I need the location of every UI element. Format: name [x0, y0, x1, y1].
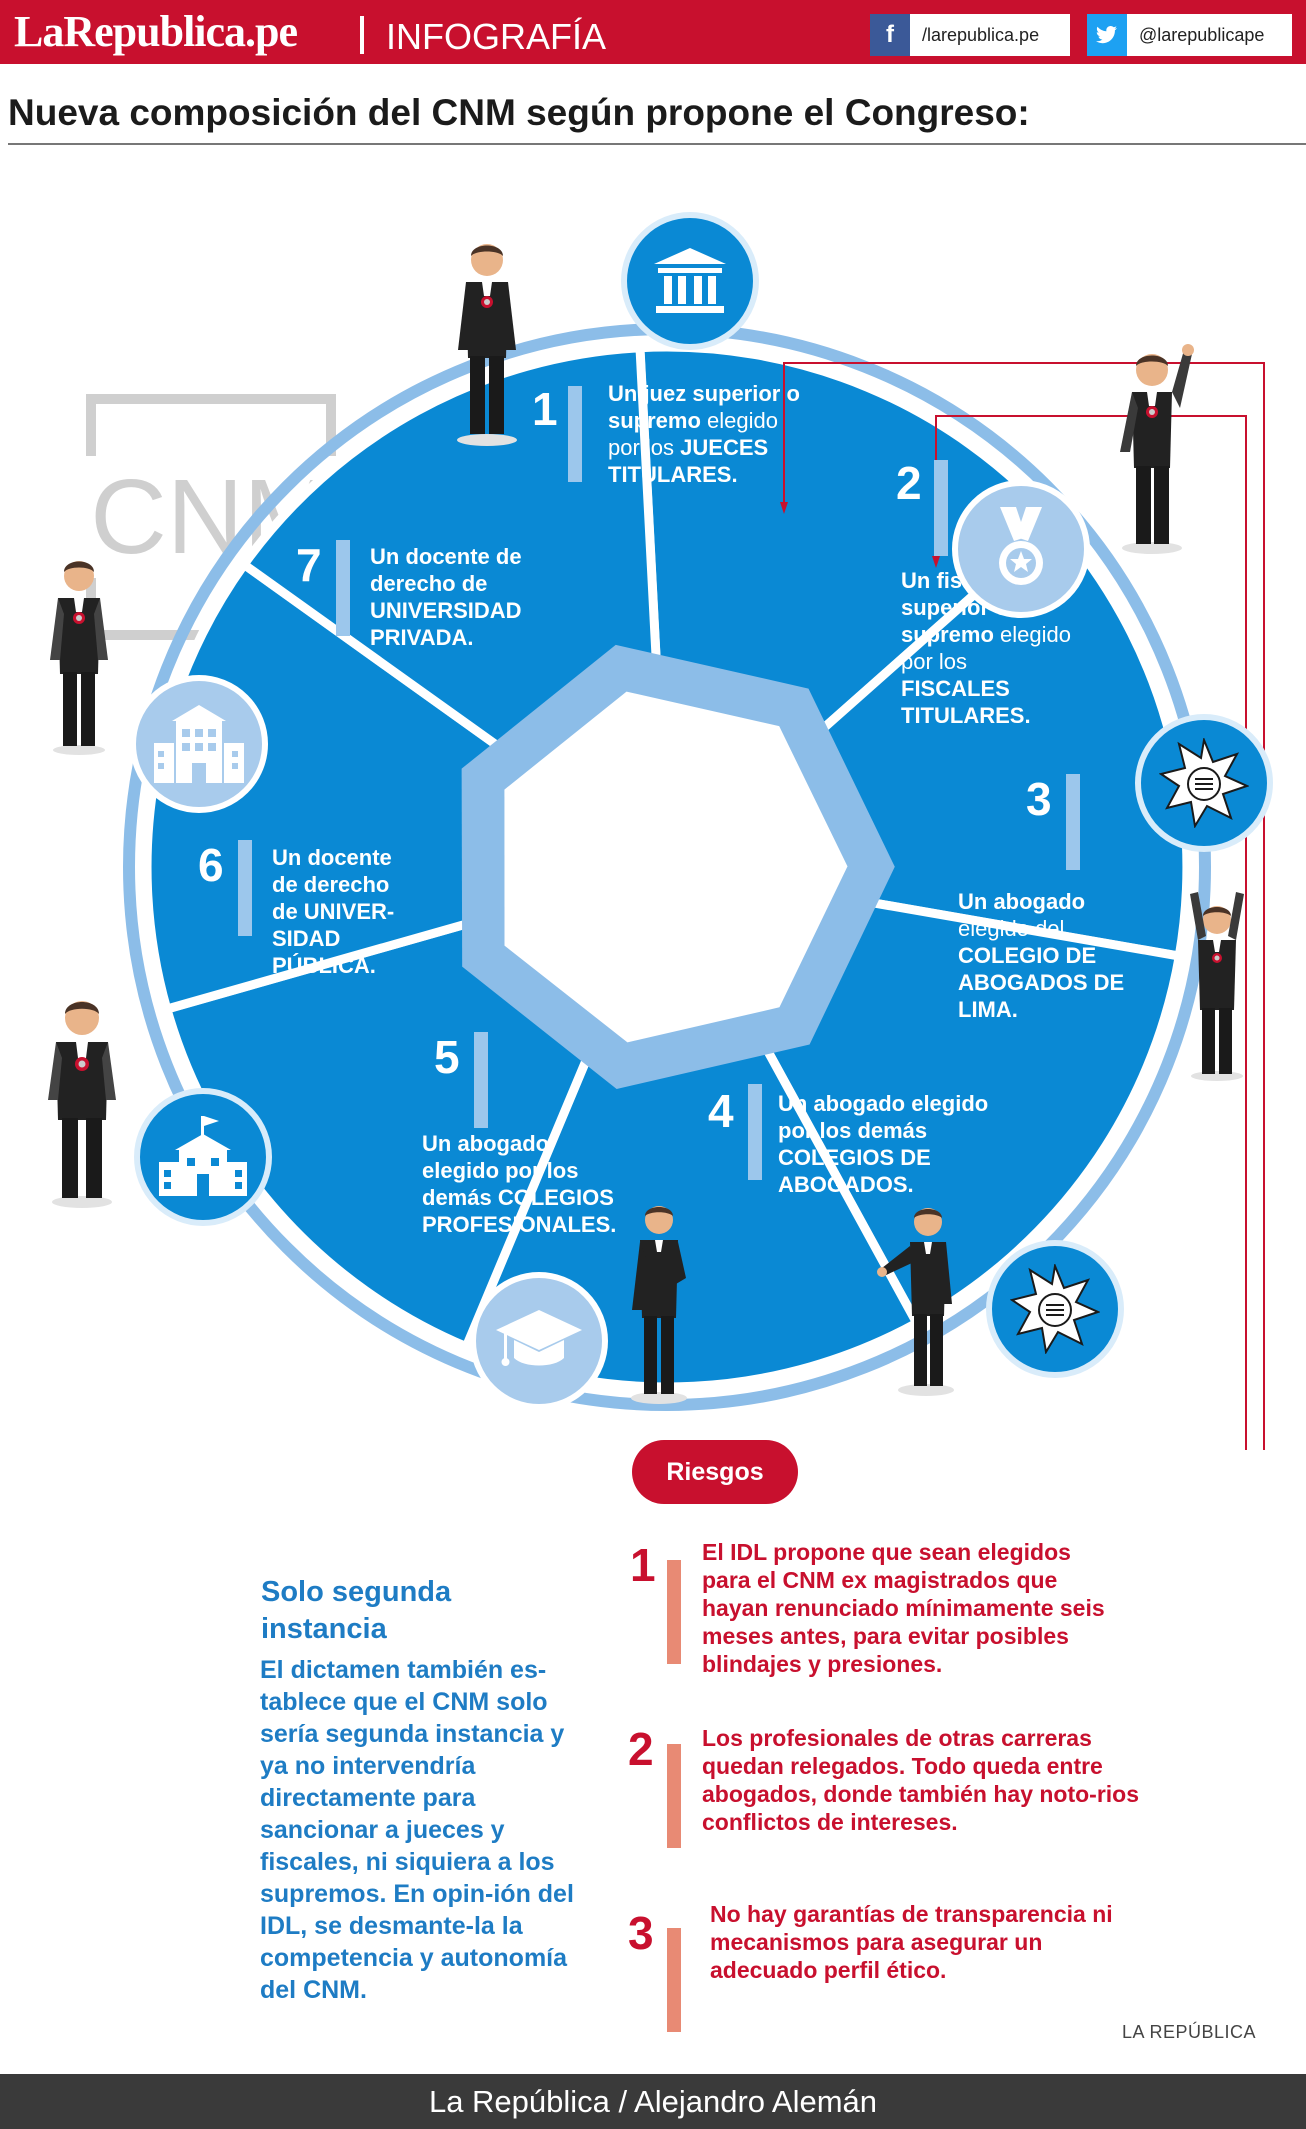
lawyer-figure [1190, 892, 1244, 1081]
prosecutor-figure [1120, 344, 1194, 554]
bar-association-seal-icon [986, 1240, 1124, 1378]
footer-credit: La República / Alejandro Alemán [428, 2084, 878, 2119]
segment-4-number: 4 [708, 1085, 734, 1137]
segment-7-bar [336, 540, 350, 636]
segment-5-text-part: Un abogado elegido por los demás COLEGIO… [422, 1131, 617, 1237]
segment-6-text-part: Un docente de derecho de UNIVER-SIDAD PÚ… [272, 845, 395, 978]
footer-bar: La República / Alejandro Alemán [0, 2074, 1306, 2129]
segment-3-number: 3 [1026, 773, 1052, 825]
private-university-icon [130, 675, 268, 813]
segment-3-text: Un abogado elegido del COLEGIO DE ABOGAD… [958, 888, 1158, 1023]
facebook-link[interactable]: f /larepublica.pe [870, 14, 1070, 56]
segment-4-bar [748, 1084, 762, 1180]
segment-3-bar [1066, 774, 1080, 870]
medal-icon [952, 480, 1090, 618]
segment-6-text: Un docente de derecho de UNIVER-SIDAD PÚ… [272, 844, 408, 979]
risk-1-text: El IDL propone que sean elegidos para el… [702, 1539, 1105, 1677]
segment-3-text-part: elegido del [958, 916, 1065, 941]
lawyer-figure [877, 1208, 954, 1396]
segment-5-text: Un abogado elegido por los demás COLEGIO… [422, 1130, 622, 1238]
segment-6-number: 6 [198, 839, 224, 891]
credit-label: LA REPÚBLICA [1122, 2022, 1257, 2042]
professional-figure [631, 1206, 687, 1404]
segment-5-number: 5 [434, 1031, 460, 1083]
risk-2-bar [667, 1744, 681, 1848]
professor-figure [50, 561, 108, 755]
professor-figure [48, 1001, 116, 1208]
side-note-body: El dictamen también es-tablece que el CN… [260, 1656, 574, 2004]
segment-1-text-part: Un juez superior o supremo [608, 381, 800, 433]
twitter-handle: @larepublicape [1139, 24, 1265, 45]
segment-7-text: Un docente de derecho de UNIVERSIDAD PRI… [370, 543, 550, 651]
risk-1-bar [667, 1560, 681, 1664]
segment-7-number: 7 [296, 539, 322, 591]
segment-1-text: Un juez superior o supremo elegido por l… [608, 380, 808, 488]
segment-3-text-part: Un abogado [958, 889, 1086, 914]
segment-1-number: 1 [532, 383, 558, 435]
segment-7-text-part: Un docente de derecho de UNIVERSIDAD PRI… [370, 544, 522, 650]
segment-6-bar [238, 840, 252, 936]
segment-5-bar [474, 1032, 488, 1128]
segment-1-bar [568, 386, 582, 482]
header-separator [360, 16, 364, 54]
risk-3-text: No hay garantías de transparencia ni mec… [710, 1901, 1113, 1983]
title-divider [8, 143, 1306, 145]
risk-2-number: 2 [628, 1723, 654, 1775]
segment-4-text: Un abogado elegido por los demás COLEGIO… [778, 1090, 1008, 1198]
segment-2-text: Un fiscal superior o supremo elegido por… [901, 567, 1081, 729]
risk-2-text: Los profesionales de otras carreras qued… [702, 1725, 1140, 1835]
segment-4-text-part: Un abogado elegido por los demás [778, 1091, 989, 1143]
page-title: Nueva composición del CNM según propone … [8, 92, 1030, 133]
twitter-link[interactable]: @larepublicape [1087, 14, 1292, 56]
twitter-icon [1087, 14, 1127, 56]
brand-logo[interactable]: LaRepublica.pe [14, 7, 298, 56]
segment-2-bar [934, 460, 948, 556]
segment-2-text-part: Un fiscal superior o supremo [901, 568, 1009, 647]
risk-1-number: 1 [630, 1539, 656, 1591]
public-university-icon [134, 1088, 272, 1226]
segment-4-text-part: COLEGIOS DE ABOGADOS. [778, 1145, 931, 1197]
courthouse-icon [621, 212, 759, 350]
magistrate-figure [457, 244, 517, 446]
bar-association-seal-icon [1135, 714, 1273, 852]
segment-2-number: 2 [896, 457, 922, 509]
header-bar: LaRepublica.pe INFOGRAFÍA f /larepublica… [0, 0, 1306, 64]
segment-3-text-part: COLEGIO DE ABOGADOS DE LIMA. [958, 943, 1125, 1022]
facebook-icon: f [870, 14, 910, 56]
segment-2-text-part: FISCALES TITULARES. [901, 676, 1031, 728]
graduation-cap-icon [470, 1272, 608, 1410]
section-label: INFOGRAFÍA [386, 16, 607, 57]
risk-3-number: 3 [628, 1907, 654, 1959]
risk-3-bar [667, 1928, 681, 2032]
segment-1-text-part: elegido por los [608, 408, 778, 460]
segment-1-text-part: JUECES TITULARES. [608, 435, 769, 487]
facebook-handle: /larepublica.pe [922, 24, 1040, 45]
riesgos-label: Riesgos [632, 1440, 798, 1504]
side-note-heading: Solo segunda instancia [261, 1576, 452, 1645]
segment-2-text-part: elegido por los [901, 622, 1071, 674]
cnm-composition-diagram: CNM 1 Un juez superior o supremo elegido [0, 150, 1306, 1450]
